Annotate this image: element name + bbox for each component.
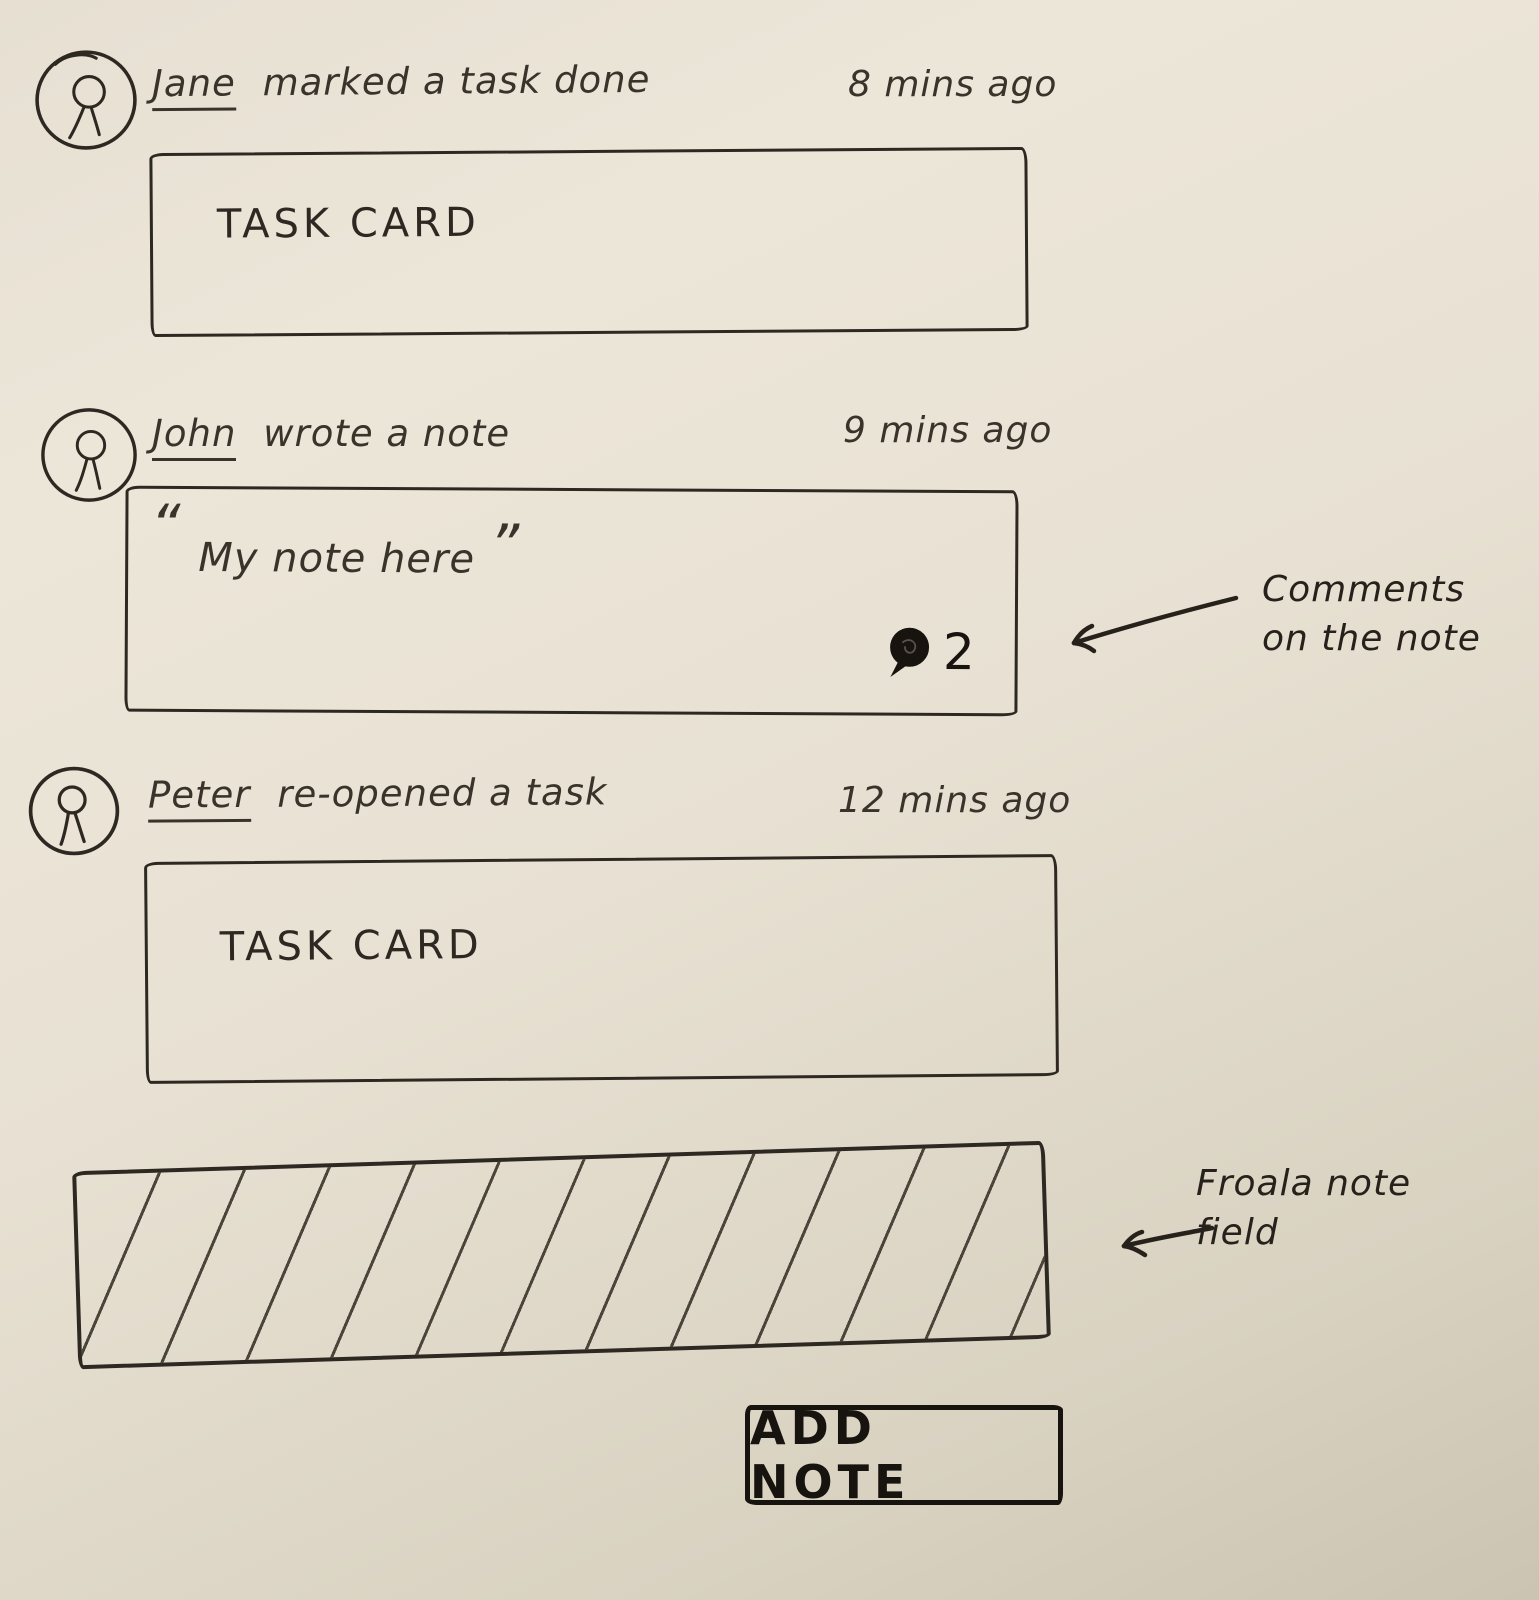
note-quote: “ My note here ” — [150, 491, 520, 583]
activity-timestamp: 8 mins ago — [848, 64, 1058, 105]
annotation-arrow-icon — [1112, 1214, 1217, 1262]
activity-timestamp: 9 mins ago — [843, 410, 1053, 451]
actor-name-link[interactable]: Peter — [147, 772, 251, 823]
activity-action-text: marked a task done — [262, 57, 651, 105]
note-quote-close: ” — [488, 511, 520, 580]
comment-count-value: 2 — [942, 622, 975, 682]
activity-action-text: wrote a note — [263, 412, 511, 455]
actor-name-link[interactable]: Jane — [151, 61, 237, 112]
activity-header: Jane marked a task done — [151, 57, 651, 112]
annotation-arrow-icon — [1058, 588, 1243, 658]
task-card[interactable]: TASK CARD — [149, 146, 1029, 338]
task-card-label: TASK CARD — [219, 922, 483, 971]
add-note-button[interactable]: ADD NOTE — [745, 1401, 1063, 1509]
user-avatar-icon[interactable] — [38, 404, 140, 506]
froala-note-field[interactable] — [72, 1140, 1051, 1370]
activity-header: Peter re-opened a task — [147, 770, 608, 823]
user-avatar-icon[interactable] — [33, 45, 139, 153]
comment-bubble-icon — [879, 623, 937, 681]
activity-header: John wrote a note — [152, 412, 511, 461]
note-text: My note here — [198, 535, 476, 583]
user-avatar-icon[interactable] — [26, 762, 122, 860]
actor-name-link[interactable]: John — [152, 412, 237, 461]
comment-count[interactable]: 2 — [879, 622, 975, 682]
note-card[interactable]: “ My note here ” 2 — [124, 485, 1019, 717]
annotation-comments: Comments on the note — [1262, 569, 1481, 659]
task-card-label: TASK CARD — [216, 199, 480, 248]
activity-action-text: re-opened a task — [277, 770, 608, 816]
note-quote-open: “ — [150, 491, 181, 560]
activity-timestamp: 12 mins ago — [838, 780, 1072, 821]
annotation-froala: Froala note field — [1196, 1163, 1412, 1253]
task-card[interactable]: TASK CARD — [144, 854, 1059, 1084]
